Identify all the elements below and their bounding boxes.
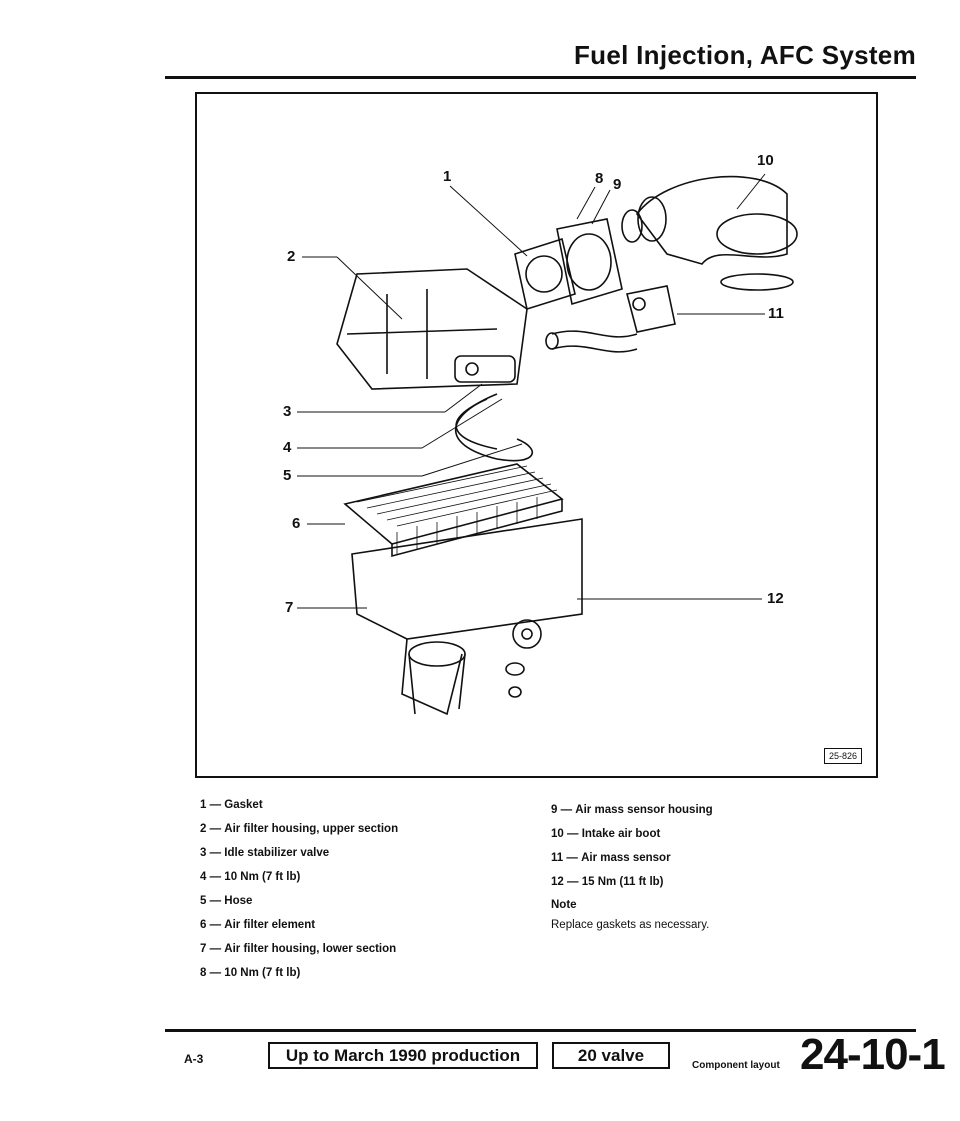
legend-text: Gasket bbox=[224, 799, 263, 811]
intake-boot-drawing bbox=[635, 175, 788, 265]
page-number: 24-10-1 bbox=[800, 1030, 946, 1079]
legend-num: 10 — bbox=[551, 828, 579, 840]
upper-housing-drawing bbox=[336, 268, 528, 390]
legend-item: 3 — Idle stabilizer valve bbox=[200, 846, 420, 860]
callout-11: 11 bbox=[768, 305, 784, 322]
legend-item: 6 — Air filter element bbox=[200, 918, 420, 932]
legend-num: 9 — bbox=[551, 804, 573, 816]
legend-text: Air mass sensor housing bbox=[575, 804, 713, 816]
air-mass-sensor-drawing bbox=[626, 285, 676, 333]
callout-4: 4 bbox=[283, 439, 292, 456]
legend-item: 7 — Air filter housing, lower section bbox=[200, 942, 420, 956]
production-range-box: Up to March 1990 production bbox=[268, 1042, 538, 1069]
callout-7: 7 bbox=[285, 599, 294, 616]
legend-text: Hose bbox=[224, 895, 253, 907]
legend-num: 11 — bbox=[551, 852, 578, 864]
legend-num: 12 — bbox=[551, 876, 579, 888]
legend-left: 1 — Gasket 2 — Air filter housing, upper… bbox=[200, 798, 420, 990]
lower-housing-drawing bbox=[351, 518, 583, 640]
legend-text: Air filter element bbox=[224, 919, 316, 931]
legend-right: 9 — Air mass sensor housing 10 — Intake … bbox=[551, 803, 811, 931]
legend-item: 2 — Air filter housing, upper section bbox=[200, 822, 420, 836]
page-header-title: Fuel Injection, AFC System bbox=[573, 40, 916, 70]
legend-num: 5 — bbox=[200, 895, 222, 907]
legend-item: 10 — Intake air boot bbox=[551, 827, 811, 841]
legend-text: Air filter housing, upper section bbox=[224, 823, 399, 835]
figure-id-label: 25-826 bbox=[823, 748, 862, 764]
legend-num: 2 — bbox=[200, 823, 222, 835]
sensor-housing-drawing bbox=[556, 218, 623, 306]
legend-text: 15 Nm (11 ft lb) bbox=[581, 876, 664, 888]
legend-num: 6 — bbox=[200, 919, 222, 931]
callout-2: 2 bbox=[287, 248, 296, 265]
production-range-label: Up to March 1990 production bbox=[285, 1045, 521, 1065]
legend-text: Intake air boot bbox=[581, 828, 661, 840]
exploded-diagram: 1 2 3 4 5 6 7 8 9 10 11 12 25-826 bbox=[195, 92, 878, 778]
callout-10: 10 bbox=[757, 152, 774, 169]
legend-item: 9 — Air mass sensor housing bbox=[551, 803, 811, 817]
legend-num: 7 — bbox=[200, 943, 222, 955]
header-rule bbox=[165, 76, 916, 79]
callout-5: 5 bbox=[283, 467, 292, 484]
hose-drawing bbox=[454, 393, 534, 462]
section-label: Component layout bbox=[692, 1060, 780, 1071]
callout-12: 12 bbox=[767, 590, 784, 607]
legend-item: 11 — Air mass sensor bbox=[551, 851, 811, 865]
legend-item: 12 — 15 Nm (11 ft lb) bbox=[551, 875, 811, 889]
legend-num: 8 — bbox=[200, 967, 222, 979]
note-label: Note bbox=[551, 899, 577, 911]
legend-num: 3 — bbox=[200, 847, 222, 859]
callout-6: 6 bbox=[292, 515, 301, 532]
callout-3: 3 bbox=[283, 403, 292, 420]
legend-text: 10 Nm (7 ft lb) bbox=[224, 967, 301, 979]
legend-item: 5 — Hose bbox=[200, 894, 420, 908]
legend-num: 4 — bbox=[200, 871, 222, 883]
legend-item: 1 — Gasket bbox=[200, 798, 420, 812]
diagram-drawing bbox=[297, 173, 798, 716]
legend-text: Air filter housing, lower section bbox=[224, 943, 397, 955]
legend-num: 1 — bbox=[200, 799, 222, 811]
note-text: Replace gaskets as necessary. bbox=[551, 919, 710, 931]
legend-text: Idle stabilizer valve bbox=[224, 847, 330, 859]
valve-variant-box: 20 valve bbox=[552, 1042, 670, 1069]
callout-9: 9 bbox=[613, 176, 622, 193]
callout-1: 1 bbox=[443, 168, 452, 185]
valve-variant-label: 20 valve bbox=[577, 1045, 645, 1065]
legend-text: 10 Nm (7 ft lb) bbox=[224, 871, 301, 883]
callout-8: 8 bbox=[595, 170, 604, 187]
idle-valve-drawing bbox=[454, 355, 516, 383]
page-ref: A-3 bbox=[184, 1052, 204, 1066]
legend-item: 4 — 10 Nm (7 ft lb) bbox=[200, 870, 420, 884]
gasket-drawing bbox=[514, 237, 576, 311]
legend-text: Air mass sensor bbox=[581, 852, 671, 864]
footer-rule bbox=[165, 1029, 916, 1032]
legend-item: 8 — 10 Nm (7 ft lb) bbox=[200, 966, 420, 980]
